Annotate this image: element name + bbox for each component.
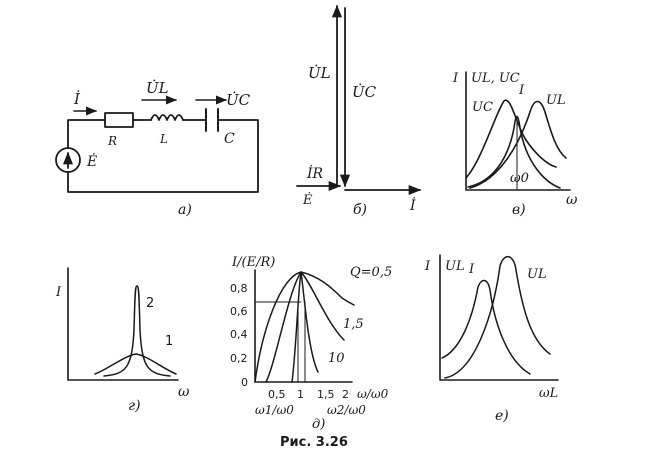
e-curve-i-label: I [468, 262, 475, 277]
e-yaxis-label: I [424, 259, 431, 274]
g-yaxis-label: I [55, 285, 62, 300]
capacitor-c [205, 108, 219, 132]
g-curve2-label: 2 [146, 296, 154, 311]
d-ytick-02: 0,2 [230, 352, 248, 365]
d-y-ticks: 0 0,2 0,4 0,6 0,8 [230, 282, 248, 389]
d-q-high-label: 10 [328, 351, 345, 366]
panel-v-label: в) [512, 202, 526, 218]
label-ul: U̇L [146, 79, 169, 97]
label-emf: Ė [86, 152, 97, 170]
axes-v [465, 71, 571, 191]
bandwidth-lines [297, 301, 306, 383]
d-ytick-06: 0,6 [230, 305, 248, 318]
panel-g-resonance: I 2 1 ω г) [55, 267, 190, 414]
label-c: C [224, 131, 235, 147]
curve-q-10 [291, 271, 319, 383]
e-xaxis-label: ωL [539, 386, 558, 401]
v-xaxis-label: ω [566, 192, 578, 208]
d-xtick-05: 0,5 [268, 388, 286, 401]
emf-source-icon [55, 147, 81, 173]
panel-a-label: а) [178, 202, 192, 218]
d-omega2-label: ω2/ω0 [327, 403, 366, 417]
curve-1 [94, 353, 177, 375]
v-omega0-label: ω0 [510, 171, 529, 186]
curve-ul [469, 100, 567, 189]
v-ylabel2: UL, UC [471, 71, 520, 86]
axes-g [67, 267, 179, 381]
curve-2 [103, 285, 171, 377]
d-x-ticks: 0,5 1 1,5 2 [268, 388, 349, 401]
e-curve-ul-label: UL [527, 267, 547, 282]
d-q-mid-label: 1,5 [343, 317, 364, 332]
d-xtick-15: 1,5 [317, 388, 335, 401]
curve-q-05 [254, 271, 355, 383]
label-current: İ [73, 90, 81, 108]
d-ytick-0: 0 [241, 376, 248, 389]
figure-caption: Рис. 3.26 [280, 435, 348, 450]
axes-e [439, 254, 559, 381]
label-current-b: İ [409, 196, 416, 214]
label-uc: U̇C [226, 91, 251, 109]
d-ytick-08: 0,8 [230, 282, 248, 295]
d-xlabel: ω/ω0 [357, 387, 389, 401]
panel-b-label: б) [353, 202, 367, 218]
panel-a-circuit: İ U̇L U̇C R L C Ė а) [55, 79, 259, 218]
v-yaxis-label: I [452, 71, 459, 86]
resistor-r [104, 112, 134, 128]
d-xtick-1: 1 [297, 388, 304, 401]
panel-e-label: е) [495, 408, 509, 424]
d-xtick-2: 2 [342, 388, 349, 401]
d-ylabel: I/(E/R) [231, 255, 275, 270]
label-ir: İR [306, 164, 324, 182]
curve-ul-e [444, 256, 551, 379]
g-xaxis-label: ω [178, 384, 190, 400]
panel-v-resonance: I UL, UC UC I UL ω0 ω в) [452, 71, 578, 218]
curve-uc [465, 99, 557, 179]
label-ul-b: U̇L [308, 64, 331, 82]
label-r: R [107, 134, 117, 148]
v-curve-uc-label: UC [472, 100, 493, 115]
label-l: L [159, 132, 168, 146]
panel-d-normalized: 0 0,2 0,4 0,6 0,8 0,5 1 1,5 2 I/(E/R) Q=… [230, 255, 392, 432]
circuit-wires [67, 119, 259, 193]
d-ytick-04: 0,4 [230, 328, 248, 341]
panel-b-phasors: U̇L U̇C İR Ė İ б) [296, 4, 422, 218]
panel-d-label: д) [312, 417, 325, 432]
v-curve-ul-label: UL [546, 93, 566, 108]
label-uc-b: U̇C [352, 83, 377, 101]
v-curve-i-label: I [518, 83, 525, 98]
panel-e-resonance: I UL I UL ωL е) [424, 254, 559, 424]
curve-i-e [441, 279, 531, 375]
inductor-l [150, 114, 184, 121]
d-omega1-label: ω1/ω0 [255, 403, 294, 417]
e-ylabel2: UL [445, 259, 465, 274]
panel-g-label: г) [128, 398, 141, 414]
g-curve1-label: 1 [165, 334, 173, 349]
d-q-label: Q=0,5 [350, 265, 392, 280]
label-emf-b: Ė [302, 191, 313, 208]
